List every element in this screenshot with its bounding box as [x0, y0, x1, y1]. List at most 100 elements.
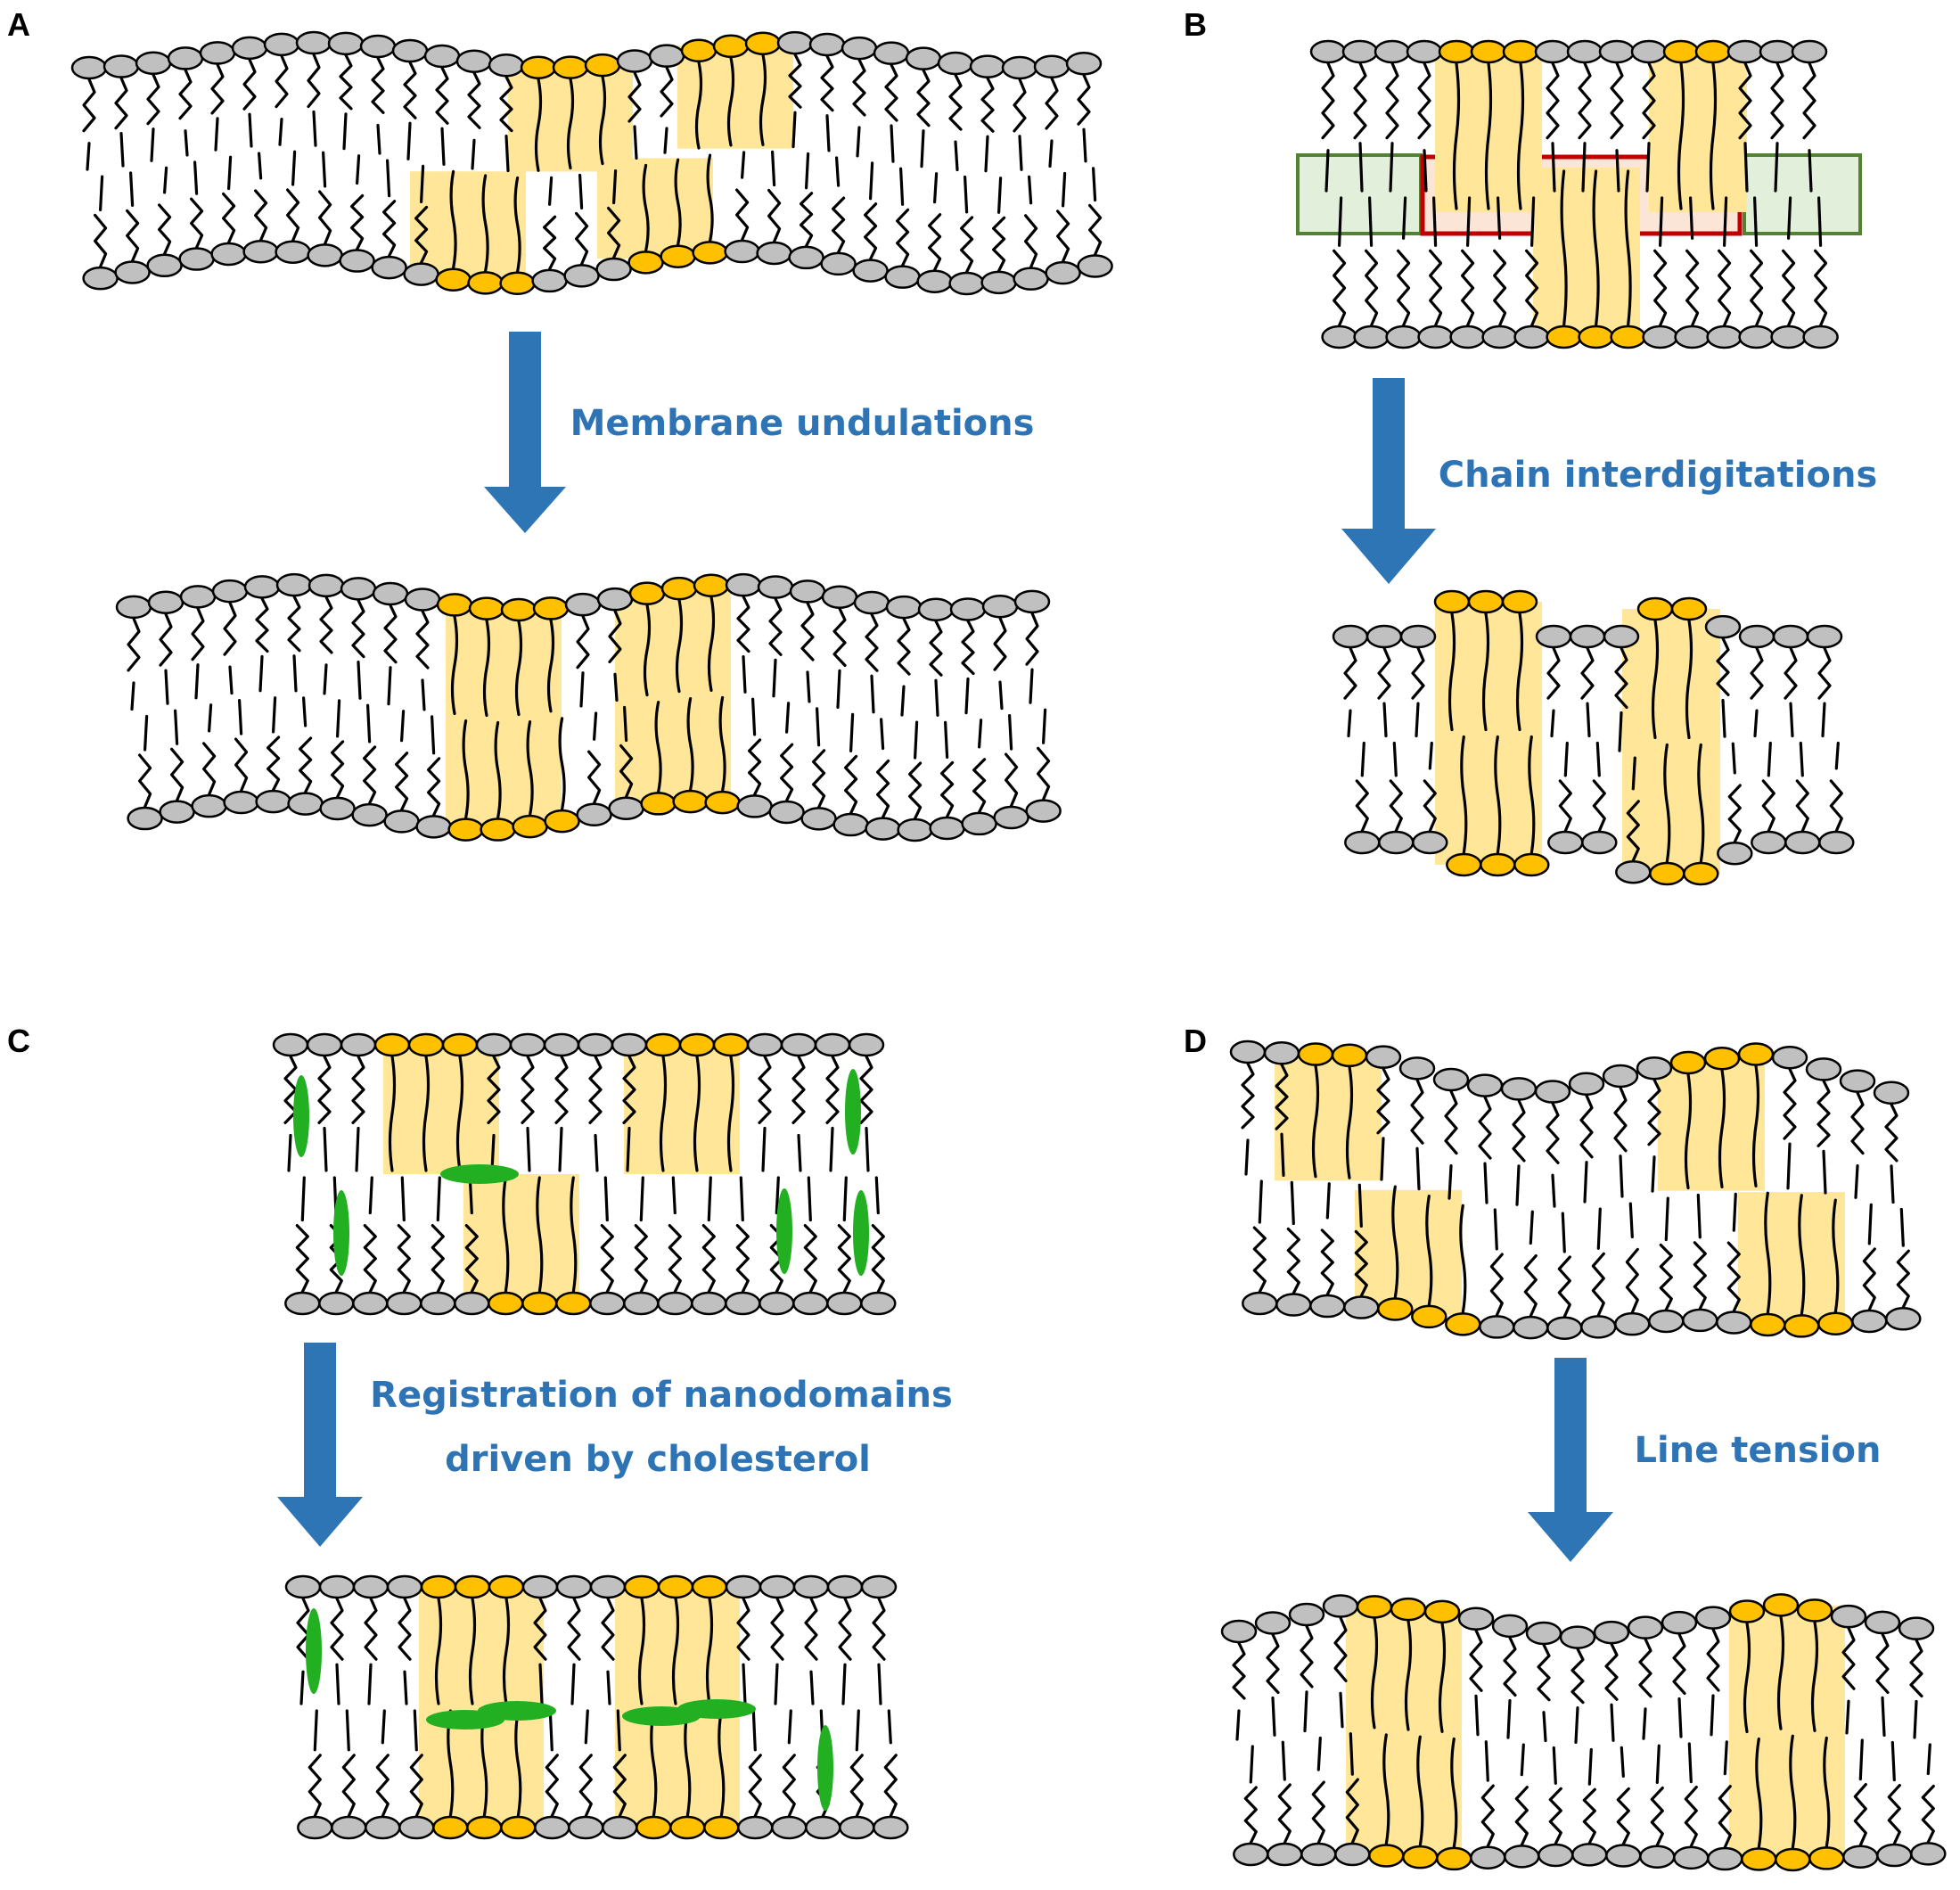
ordered-lipid-head: [1433, 589, 1471, 614]
fluid-tail: [387, 666, 392, 706]
lipid-head: [568, 1815, 604, 1840]
ordered-tail: [659, 1055, 668, 1172]
fluid-tail: [403, 1670, 408, 1705]
fluid-tail: [869, 161, 874, 201]
fluid-tail: [1290, 1180, 1295, 1226]
fluid-tail: [933, 172, 939, 204]
fluid-tail: [1802, 62, 1816, 140]
lipid-head: [1568, 1072, 1605, 1097]
fluid-tail: [622, 1055, 636, 1124]
fluid-tail: [403, 61, 417, 119]
panel-letter-d: D: [1184, 1023, 1207, 1059]
lipid-head: [905, 46, 942, 70]
fluid-tail: [248, 112, 253, 148]
lipid-head: [1717, 842, 1753, 866]
fluid-tail: [807, 1176, 812, 1222]
fluid-tail: [1710, 1694, 1715, 1737]
ordered-domain: [615, 695, 731, 802]
fluid-tail: [835, 156, 841, 187]
lipid-head: [1569, 624, 1606, 649]
lipid-head: [1706, 325, 1743, 349]
fluid-tail: [351, 598, 365, 659]
fluid-tail: [944, 720, 949, 760]
fluid-tail: [130, 681, 135, 711]
fluid-tail: [785, 702, 791, 734]
fluid-tail: [997, 177, 1003, 214]
ordered-lipid-head: [1356, 1595, 1393, 1619]
lipid-head: [1534, 39, 1571, 64]
fluid-tail: [1347, 709, 1352, 738]
fluid-tail: [356, 154, 361, 185]
fluid-tail: [82, 78, 96, 133]
fluid-tail: [856, 126, 861, 158]
fluid-tail: [317, 1055, 332, 1124]
fluid-tail: [1570, 1648, 1585, 1705]
lipid-head: [1470, 1845, 1506, 1869]
ordered-lipid-head: [1662, 39, 1700, 64]
fluid-tail: [490, 1133, 496, 1172]
fluid-tail: [619, 744, 634, 799]
ordered-lipid-head: [640, 792, 677, 816]
lipid-head: [1457, 1606, 1495, 1631]
fluid-tail: [1018, 135, 1023, 171]
fluid-tail: [548, 176, 554, 206]
lipid-head: [852, 259, 889, 283]
lipid-head: [1334, 1842, 1371, 1867]
ordered-lipid-head: [1402, 1845, 1439, 1869]
lipid-head: [331, 1815, 367, 1840]
ordered-tail: [1311, 1064, 1320, 1179]
fluid-tail: [1817, 646, 1832, 700]
ordered-tail: [759, 53, 767, 146]
fluid-tail: [1614, 646, 1628, 709]
ordered-tail: [1515, 612, 1524, 732]
fluid-tail: [1684, 1786, 1698, 1848]
fluid-tail: [1655, 1744, 1661, 1785]
ordered-tail: [455, 1055, 464, 1172]
fluid-tail: [1271, 1696, 1276, 1737]
ordered-lipid-head: [532, 596, 570, 620]
fluid-tail: [538, 1663, 544, 1705]
fluid-tail: [1530, 196, 1536, 247]
fluid-tail: [383, 604, 398, 664]
fluid-tail: [1514, 1786, 1529, 1846]
fluid-tail: [992, 216, 1006, 273]
lipid-head: [1378, 830, 1415, 855]
fluid-tail: [308, 1754, 322, 1818]
fluid-tail: [751, 697, 757, 736]
fluid-tail: [440, 127, 446, 166]
fluid-tail: [1461, 249, 1475, 327]
fluid-tail: [832, 607, 847, 667]
lipid-head: [210, 242, 247, 267]
lipid-head: [759, 1574, 796, 1599]
fluid-tail: [1325, 1182, 1331, 1220]
fluid-tail: [1604, 1642, 1619, 1701]
ordered-domain: [1346, 1732, 1462, 1857]
fluid-tail: [608, 609, 622, 663]
fluid-tail: [1896, 1249, 1910, 1309]
fluid-tail: [612, 1754, 627, 1818]
fluid-tail: [1368, 196, 1374, 247]
fluid-tail: [144, 714, 149, 752]
lipid-head: [1707, 1846, 1743, 1871]
ordered-tail: [558, 717, 566, 811]
cholesterol: [817, 1725, 833, 1811]
ordered-tail: [449, 169, 457, 270]
fluid-tail: [775, 1176, 780, 1215]
fluid-tail: [363, 745, 377, 805]
lipid-head: [1830, 1604, 1867, 1629]
ordered-tail: [1789, 1734, 1797, 1850]
lipid-head: [897, 818, 933, 842]
fluid-tail: [1854, 1164, 1859, 1199]
lipid-head: [1267, 1842, 1303, 1867]
fluid-tail: [1333, 249, 1347, 327]
fluid-tail: [1357, 1183, 1363, 1228]
fluid-tail: [295, 1224, 309, 1294]
fluid-tail: [1581, 142, 1587, 193]
fluid-tail: [1875, 1632, 1890, 1694]
ordered-tail: [1447, 612, 1456, 732]
fluid-tail: [707, 1176, 712, 1222]
ordered-lipid-head: [441, 1032, 479, 1057]
fluid-tail: [934, 678, 939, 717]
